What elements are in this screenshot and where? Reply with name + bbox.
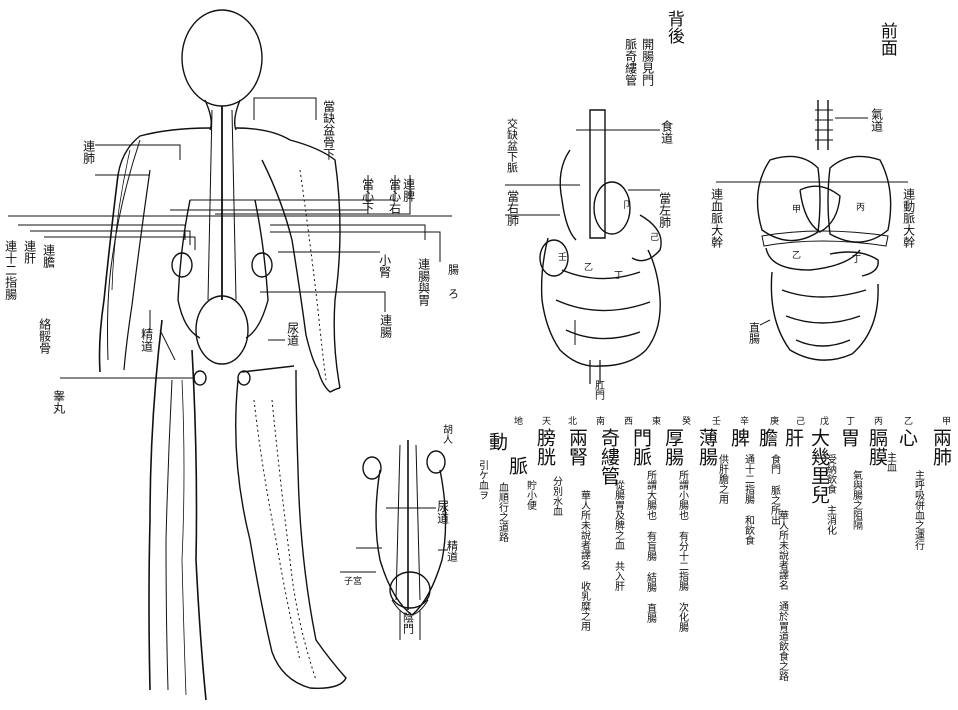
label-jiao-que-pen-xia-mai: 交缺盆下脈 (506, 118, 518, 173)
legend-stem: 庚 (768, 416, 777, 425)
label-niao-dao: 尿道 (286, 322, 299, 346)
label-dang-you-fei: 當右肺 (506, 190, 519, 226)
label-pelvis-yin-men: 陰門 (402, 612, 414, 634)
legend-term: 薄腸 (696, 428, 716, 466)
legend-note: 貯小便 (524, 480, 536, 540)
label-gao-wan: 睾丸 (52, 390, 65, 414)
back-view-subtitle-1: 開腸見門 (641, 38, 654, 86)
pelvis-figure-outline (340, 440, 448, 640)
legend-stem: 南 (594, 416, 603, 425)
legend-term: 兩肺 (930, 428, 950, 466)
front-view-outline (716, 100, 908, 360)
legend-term: 心 (896, 428, 916, 447)
legend-note: 供肝膽之用 (716, 454, 728, 554)
legend-term: 膽 (756, 428, 776, 447)
legend-term: 厚腸 (662, 428, 682, 466)
label-lian-chang: 連腸 (379, 314, 392, 338)
label-qi-dao: 氣道 (870, 108, 883, 132)
label-lian-xue-mai-da-gan: 連血脈大幹 (710, 188, 723, 248)
label-lian-chang-yu-wei: 連腸與胃 (417, 258, 430, 306)
label-pelvis-jing-dao: 精道 (446, 540, 458, 562)
front-mark-4: 丁 (850, 254, 859, 263)
legend-stem: 北 (566, 416, 575, 425)
label-pelvis-niao-dao: 尿道 (436, 500, 449, 524)
legend-term: 門脈 (630, 428, 650, 466)
label-gang-men: 肛門 (592, 380, 603, 400)
legend-note: 通十二指腸 和飲食 (742, 454, 754, 574)
label-dang-xin-you: 當心右 (388, 178, 401, 214)
legend-note: 華人所未說者譯名 收乳糜之用 (578, 490, 590, 700)
label-lian-pi: 連脾 (402, 178, 415, 202)
front-view-title: 前面 (877, 22, 895, 56)
legend-term: 肝 (782, 428, 802, 447)
label-pelvis-zi-gong: 子宮 (344, 574, 362, 587)
legend-term: 脈 (506, 456, 526, 475)
front-mark-1: 甲 (790, 204, 799, 213)
back-mark-3: 卩 (620, 200, 629, 209)
label-lian-dong-mai-da-gan: 連動脈大幹 (902, 188, 915, 248)
label-lian-shi-er-zhi-chang: 連十二指腸 (4, 240, 17, 300)
legend-note: 引ケ血ヲ (476, 460, 488, 580)
back-view-title: 背後 (664, 10, 682, 44)
label-dang-zuo-fei: 當左肺 (658, 192, 671, 228)
body-dotted-vessels (254, 170, 326, 680)
legend-stem: 西 (622, 416, 631, 425)
legend-stem: 癸 (680, 416, 689, 425)
label-lian-fei: 連肺 (82, 140, 95, 164)
legend-term: 脾 (728, 428, 748, 447)
legend-stem: 辛 (738, 416, 747, 425)
back-mark-4: 己 (648, 232, 657, 241)
legend-stem: 己 (794, 416, 803, 425)
legend-stem: 地 (512, 416, 521, 425)
legend-term: 胃 (838, 428, 858, 447)
legend-note: 食門 脈之所出 (768, 454, 780, 574)
legend-note: 從腸胃及脾之血 共入肝 (612, 480, 624, 680)
legend-term: 大幾里兒 (808, 428, 828, 504)
label-zheng-chang: 直腸 (748, 322, 760, 344)
label-lian-dan: 連膽 (42, 244, 55, 268)
legend-stem: 壬 (710, 416, 719, 425)
front-mark-2: 丙 (854, 202, 863, 211)
label-shi-dao: 食道 (660, 120, 673, 144)
back-view-outline (505, 110, 661, 384)
legend-stem: 天 (540, 416, 549, 425)
legend-term: 膀胱 (534, 428, 554, 466)
legend-note: 主呼吸併血之運行 (912, 470, 924, 690)
label-xiao-shen: 小腎 (378, 254, 391, 278)
label-side-fragment: 腸 ろ (447, 264, 459, 299)
legend-stem: 丁 (844, 416, 853, 425)
legend-stem: 乙 (902, 416, 911, 425)
legend-stem: 東 (650, 416, 659, 425)
legend-stem: 丙 (872, 416, 881, 425)
legend-term: 膈膜 (866, 428, 886, 466)
legend-note: 分別水血 (550, 476, 562, 556)
label-lian-gan: 連肝 (23, 240, 36, 264)
back-mark-2: 丁 (612, 270, 621, 279)
label-dang-xin-xia: 當心下 (361, 178, 374, 214)
label-dang-que-pen-gu-xia: 當缺盆骨下 (322, 100, 335, 160)
legend-stem: 甲 (940, 416, 949, 425)
label-luo-liu-gu: 絡骽骨 (38, 318, 51, 354)
legend-note: 血順行之道路 (496, 482, 508, 582)
legend-term: 奇縷管 (598, 428, 618, 485)
legend-term: 兩腎 (566, 428, 586, 466)
label-pelvis-side-fragment: 胡人 (440, 424, 451, 444)
body-figure-outline (100, 10, 347, 700)
legend-stem: 戊 (818, 416, 827, 425)
back-mark-5: 壬 (556, 252, 565, 261)
back-view-subtitle-2: 脈奇縷管 (624, 38, 637, 86)
legend-note: 所謂小腸也 有分十二指腸 次化腸 (676, 470, 688, 690)
label-jing-dao: 精道 (140, 328, 153, 352)
legend-term: 動 (486, 432, 506, 451)
front-mark-3: 乙 (790, 250, 799, 259)
legend-note: 所謂大腸也 有盲腸 結腸 直腸 (644, 470, 656, 690)
legend-note: 氣與腸之阻隔 (850, 470, 862, 650)
back-mark-1: 乙 (582, 262, 591, 271)
